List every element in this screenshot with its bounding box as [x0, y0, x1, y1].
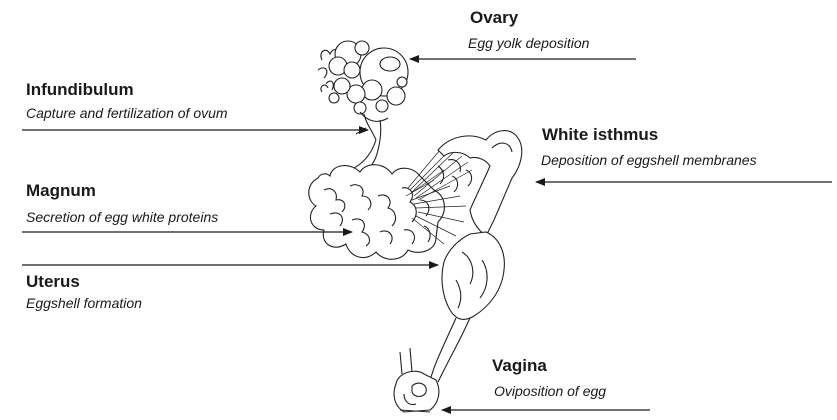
- uterus-drawing: [442, 232, 504, 319]
- magnum-title: Magnum: [26, 181, 96, 201]
- infundibulum-description: Capture and fertilization of ovum: [26, 104, 228, 122]
- infundibulum-title: Infundibulum: [26, 80, 134, 100]
- white-isthmus-title: White isthmus: [542, 125, 658, 145]
- vagina-title: Vagina: [492, 356, 547, 376]
- ovary-title: Ovary: [470, 8, 518, 28]
- ovary-description: Egg yolk deposition: [468, 34, 589, 52]
- uterus-description: Eggshell formation: [26, 294, 142, 312]
- ovary-drawing: [318, 41, 408, 114]
- white-isthmus-description: Deposition of eggshell membranes: [541, 151, 757, 169]
- isthmus-drawing: [438, 131, 522, 236]
- magnum-drawing: [309, 165, 445, 260]
- magnum-description: Secretion of egg white proteins: [26, 208, 218, 226]
- vagina-drawing: [394, 318, 470, 412]
- uterus-title: Uterus: [26, 272, 80, 292]
- vagina-description: Oviposition of egg: [494, 382, 606, 400]
